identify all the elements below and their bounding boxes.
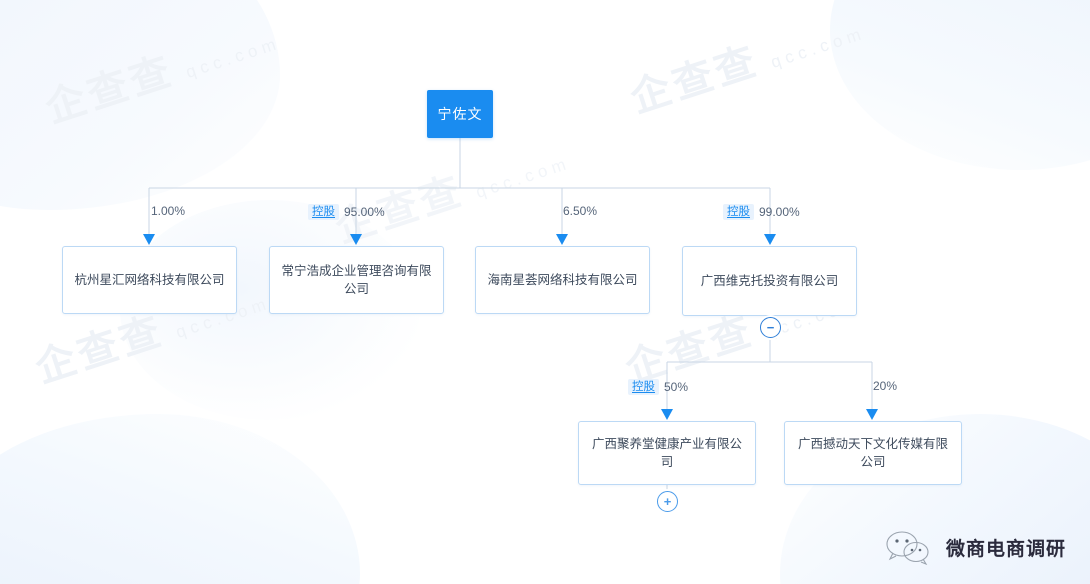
expand-toggle-button[interactable]: + xyxy=(657,491,678,512)
node-company-guangxi-weiketuo[interactable]: 广西维克托投资有限公司 xyxy=(682,246,857,316)
control-tag-2[interactable]: 控股 xyxy=(308,204,339,221)
edge-percent-2: 95.00% xyxy=(344,205,385,220)
edge-percent-6: 20% xyxy=(873,379,898,393)
edge-label-1: 1.00% xyxy=(151,204,185,218)
node-label: 常宁浩成企业管理咨询有限公司 xyxy=(281,263,432,296)
edge-percent-3: 6.50% xyxy=(563,204,598,218)
edge-label-2: 控股 95.00% xyxy=(308,204,385,221)
edge-label-4: 控股 99.00% xyxy=(723,204,800,221)
edge-percent-4: 99.00% xyxy=(759,205,800,220)
node-company-hangzhou-xinghui[interactable]: 杭州星汇网络科技有限公司 xyxy=(62,246,237,314)
minus-icon: − xyxy=(766,320,775,335)
node-label: 海南星荟网络科技有限公司 xyxy=(487,272,638,287)
plus-icon: + xyxy=(663,494,672,509)
edge-label-3: 6.50% xyxy=(563,204,597,218)
node-root-person[interactable]: 宁佐文 xyxy=(427,90,493,138)
brand-footer: 微商电商调研 xyxy=(883,526,1066,568)
brand-name: 微商电商调研 xyxy=(945,538,1066,560)
node-label: 广西维克托投资有限公司 xyxy=(700,273,839,288)
node-company-changning-haocheng[interactable]: 常宁浩成企业管理咨询有限公司 xyxy=(269,246,444,314)
node-label: 广西聚养堂健康产业有限公司 xyxy=(591,436,742,469)
edge-label-6: 20% xyxy=(873,379,897,393)
control-tag-5[interactable]: 控股 xyxy=(628,379,659,396)
node-company-hainan-xinghui[interactable]: 海南星荟网络科技有限公司 xyxy=(475,246,650,314)
node-company-guangxi-handong[interactable]: 广西撼动天下文化传媒有限公司 xyxy=(784,421,962,485)
wechat-logo-icon xyxy=(883,526,933,568)
node-company-guangxi-juyangtang[interactable]: 广西聚养堂健康产业有限公司 xyxy=(578,421,756,485)
node-label: 广西撼动天下文化传媒有限公司 xyxy=(797,436,948,469)
edge-percent-5: 50% xyxy=(664,380,689,395)
collapse-toggle-button[interactable]: − xyxy=(760,317,781,338)
node-label: 杭州星汇网络科技有限公司 xyxy=(74,272,225,287)
edge-percent-1: 1.00% xyxy=(151,204,186,218)
control-tag-4[interactable]: 控股 xyxy=(723,204,754,221)
edge-label-5: 控股 50% xyxy=(628,379,689,396)
node-root-label: 宁佐文 xyxy=(437,105,483,122)
